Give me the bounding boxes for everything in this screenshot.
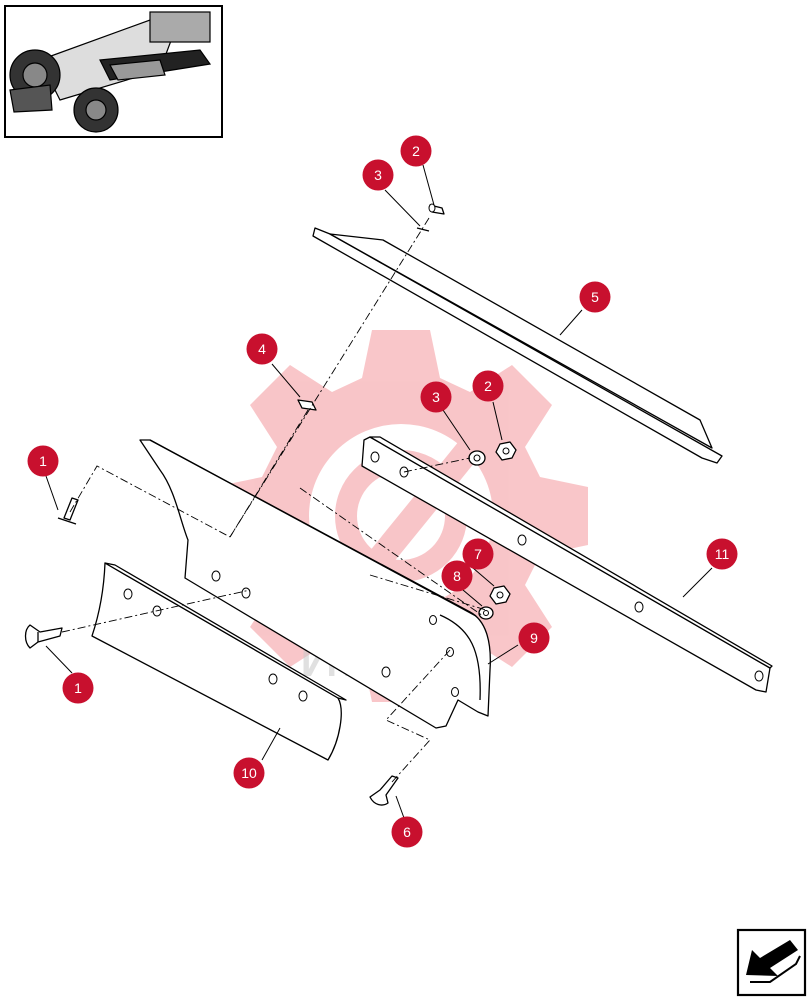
grader-icon — [9, 11, 212, 133]
callouts: 2 3 5 4 3 2 1 11 — [27, 135, 738, 848]
part-8-washer — [478, 606, 494, 620]
part-4-shim — [297, 399, 317, 411]
callout-balloon — [62, 672, 94, 704]
callout-balloon — [246, 333, 278, 365]
callout-3-top[interactable]: 3 — [362, 159, 394, 191]
callout-2-top[interactable]: 2 — [400, 135, 432, 167]
part-2-bolt-top — [428, 203, 445, 215]
callout-balloon — [400, 135, 432, 167]
part-9-moldboard — [139, 439, 491, 729]
callout-label: 3 — [374, 167, 382, 183]
callout-balloon — [27, 445, 59, 477]
callout-balloon — [233, 757, 265, 789]
callout-3-mid[interactable]: 3 — [420, 381, 452, 413]
part-7-nut — [489, 585, 511, 605]
callout-label: 2 — [484, 378, 492, 394]
callout-label: 5 — [591, 289, 599, 305]
part-1-bolt-top — [57, 497, 79, 525]
motor-grader-thumbnail[interactable] — [4, 5, 223, 138]
callout-label: 2 — [412, 143, 420, 159]
callout-7[interactable]: 7 — [462, 538, 494, 570]
part-3-washer-mid — [468, 450, 486, 466]
callout-balloon — [462, 538, 494, 570]
callout-balloon — [420, 381, 452, 413]
callout-label: 1 — [74, 680, 82, 696]
callout-6[interactable]: 6 — [391, 816, 423, 848]
callout-balloon — [391, 816, 423, 848]
callout-8[interactable]: 8 — [441, 560, 473, 592]
callout-label: 3 — [432, 389, 440, 405]
callout-label: 7 — [474, 546, 482, 562]
callout-5[interactable]: 5 — [579, 281, 611, 313]
callout-label: 4 — [258, 341, 266, 357]
callout-4[interactable]: 4 — [246, 333, 278, 365]
part-6-bolt — [369, 775, 399, 806]
callout-9[interactable]: 9 — [518, 622, 550, 654]
part-1-bolt-bottom — [24, 624, 63, 649]
leader-lines — [45, 164, 713, 819]
callout-label: 8 — [453, 568, 461, 584]
callout-balloon — [441, 560, 473, 592]
callout-label: 11 — [715, 546, 730, 562]
callout-label: 9 — [530, 630, 538, 646]
callout-label: 10 — [241, 765, 257, 781]
part-2-nut-mid — [495, 441, 517, 461]
callout-balloon — [706, 538, 738, 570]
callout-balloon — [362, 159, 394, 191]
part-10-cutting-edge — [91, 562, 347, 761]
callout-10[interactable]: 10 — [233, 757, 265, 789]
callout-11[interactable]: 11 — [706, 538, 738, 570]
next-page-arrow-icon — [746, 940, 801, 983]
part-5-strip — [312, 227, 723, 464]
callout-2-mid[interactable]: 2 — [472, 370, 504, 402]
next-page-button[interactable] — [736, 928, 807, 997]
callout-label: 6 — [403, 824, 411, 840]
callout-balloon — [518, 622, 550, 654]
callout-balloon — [579, 281, 611, 313]
center-lines — [61, 217, 487, 783]
part-3-washer-top — [416, 227, 430, 232]
callout-1-bottom[interactable]: 1 — [62, 672, 94, 704]
callout-balloon — [472, 370, 504, 402]
callout-label: 1 — [39, 453, 47, 469]
part-11-bar — [361, 436, 773, 693]
callout-1-top[interactable]: 1 — [27, 445, 59, 477]
